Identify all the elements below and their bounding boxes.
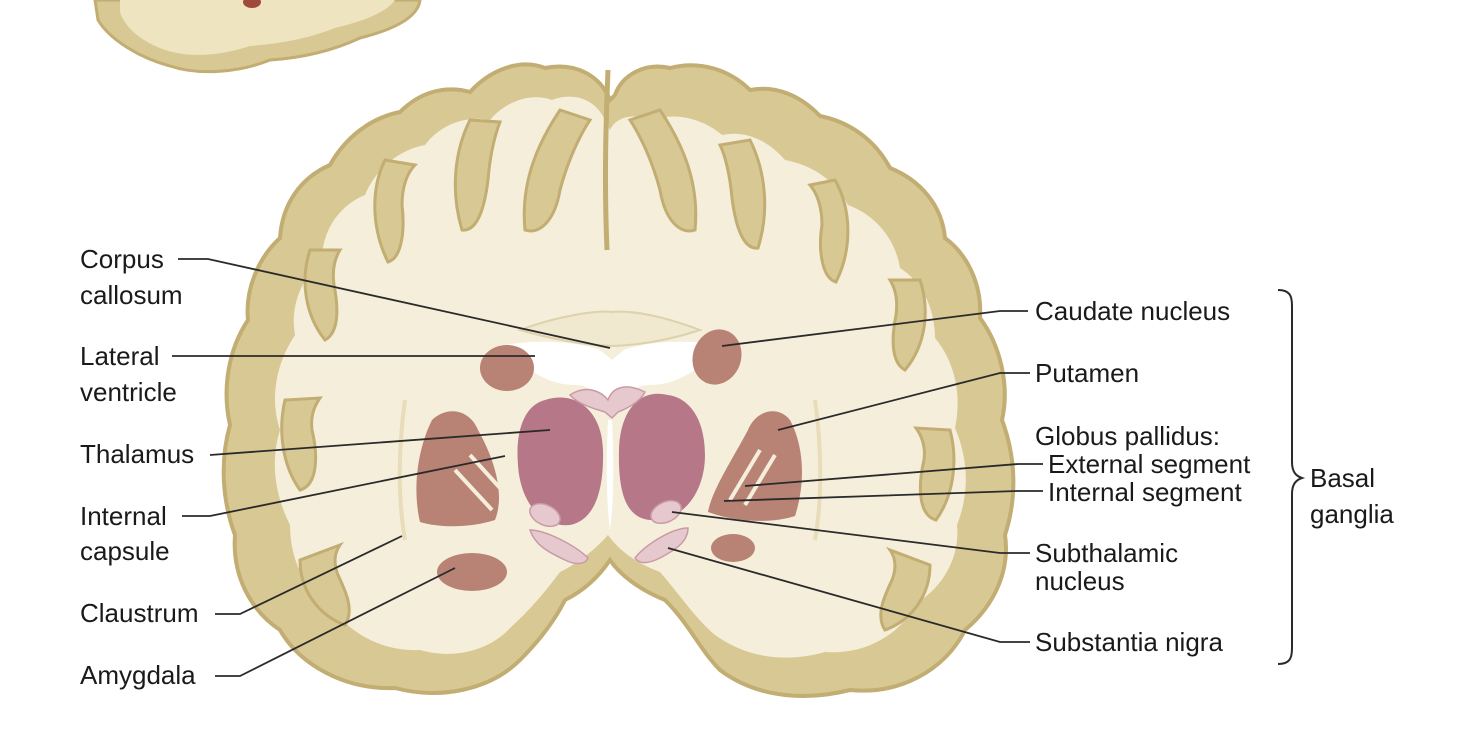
inset-brain-thumbnail: [93, 0, 422, 74]
coronal-brain-section: [221, 62, 1016, 698]
caudate-nucleus-left: [480, 345, 534, 391]
amygdala-right: [711, 534, 755, 562]
left-labels: Corpus callosum Lateral ventricle Thalam…: [80, 244, 198, 690]
label-corpus-callosum-line1: Corpus: [80, 244, 164, 274]
label-amygdala: Amygdala: [80, 660, 196, 690]
substantia-nigra-left: [528, 529, 589, 565]
third-ventricle: [606, 420, 614, 530]
label-internal-capsule-line1: Internal: [80, 501, 167, 531]
label-subthalamic-nucleus-line1: Subthalamic: [1035, 538, 1178, 568]
label-basal-ganglia-line2: ganglia: [1310, 499, 1394, 529]
fornix: [568, 386, 647, 420]
caudate-nucleus-right: [692, 329, 742, 385]
label-basal-ganglia-line1: Basal: [1310, 463, 1375, 493]
subthalamic-nucleus-right: [650, 499, 682, 525]
thalamus-right: [618, 393, 705, 521]
label-subthalamic-nucleus-line2: nucleus: [1035, 566, 1125, 596]
gyri-folds: [280, 108, 956, 632]
basal-ganglia-brace: [1277, 289, 1306, 665]
substantia-nigra-right: [634, 527, 689, 564]
label-caudate-nucleus: Caudate nucleus: [1035, 296, 1230, 326]
lentiform-nucleus-right: [708, 411, 802, 521]
label-globus-pallidus: Globus pallidus:: [1035, 421, 1220, 451]
label-thalamus: Thalamus: [80, 439, 194, 469]
label-claustrum: Claustrum: [80, 598, 198, 628]
label-corpus-callosum-line2: callosum: [80, 280, 183, 310]
label-external-segment: External segment: [1048, 449, 1251, 479]
right-labels: Caudate nucleus Putamen Globus pallidus:…: [1035, 296, 1394, 657]
claustrum-left: [397, 399, 407, 541]
label-lateral-ventricle-line1: Lateral: [80, 341, 160, 371]
lateral-ventricles: [505, 341, 720, 410]
label-lateral-ventricle-line2: ventricle: [80, 377, 177, 407]
thalamus-left: [517, 397, 604, 526]
label-putamen: Putamen: [1035, 358, 1139, 388]
label-internal-capsule-line2: capsule: [80, 536, 170, 566]
subthalamic-nucleus-left: [529, 502, 561, 528]
longitudinal-fissure: [602, 69, 611, 251]
label-internal-segment: Internal segment: [1048, 477, 1242, 507]
amygdala-left: [437, 553, 507, 591]
leader-lines: [172, 258, 1043, 677]
claustrum-right: [813, 399, 823, 541]
label-substantia-nigra: Substantia nigra: [1035, 627, 1223, 657]
